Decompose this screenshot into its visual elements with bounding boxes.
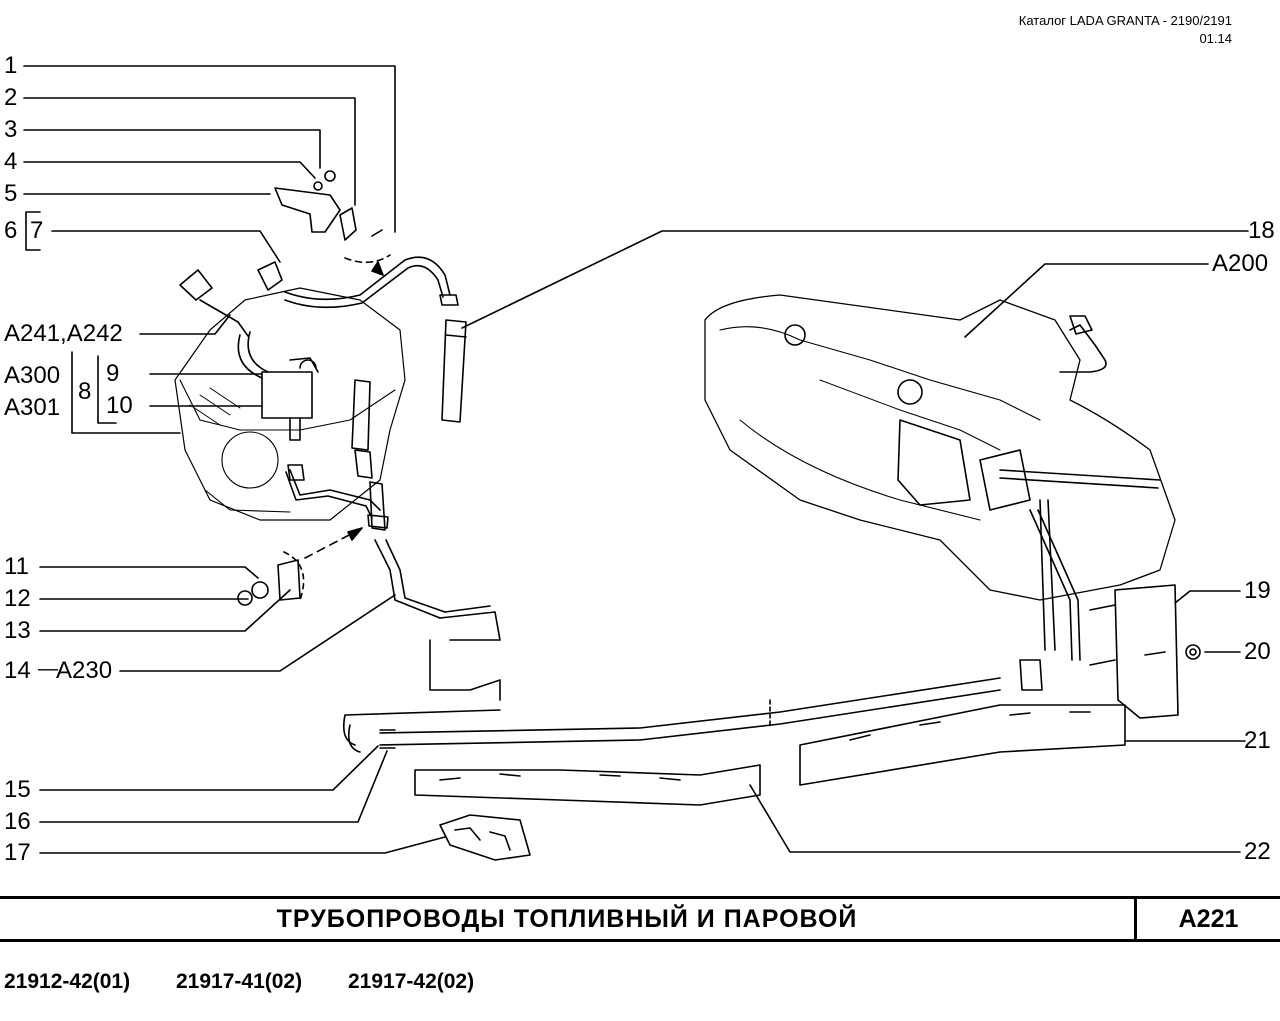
callout-9: 9 <box>106 360 120 387</box>
callout-a230: A230 <box>56 657 113 684</box>
callout-5: 5 <box>4 180 18 207</box>
callout-17: 17 <box>4 839 31 866</box>
model-code: 21917-42(02) <box>348 970 475 993</box>
callout-4: 4 <box>4 148 18 175</box>
callout-2: 2 <box>4 84 18 111</box>
callout-12: 12 <box>4 585 31 612</box>
callout-16: 16 <box>4 808 31 835</box>
callout-20: 20 <box>1244 638 1271 665</box>
model-code: 21917-41(02) <box>176 970 303 993</box>
catalog-header: Каталог LADA GRANTA - 2190/2191 <box>1018 13 1232 28</box>
callout-15: 15 <box>4 776 31 803</box>
callout-3: 3 <box>4 116 18 143</box>
callout-19: 19 <box>1244 577 1271 604</box>
title-bar: ТРУБОПРОВОДЫ ТОПЛИВНЫЙ И ПАРОВОЙ A221 <box>0 896 1280 942</box>
parts-diagram <box>23 65 1249 861</box>
callout-dash: — <box>38 658 58 680</box>
callout-18: 18 <box>1248 217 1275 244</box>
callout-a241-a242: A241,A242 <box>4 320 123 347</box>
callout-14: 14 <box>4 657 31 684</box>
callout-a301: A301 <box>4 394 61 421</box>
section-code: A221 <box>1134 899 1280 939</box>
callout-21: 21 <box>1244 727 1271 754</box>
callout-a200: A200 <box>1212 250 1269 277</box>
callout-8: 8 <box>78 378 92 405</box>
callout-6: 6 <box>4 217 18 244</box>
callout-11: 11 <box>4 553 29 580</box>
catalog-date: 01.14 <box>1199 31 1232 46</box>
callout-10: 10 <box>106 392 133 419</box>
callout-1: 1 <box>4 52 18 79</box>
callout-7: 7 <box>30 217 44 244</box>
model-code: 21912-42(01) <box>4 970 131 993</box>
callout-13: 13 <box>4 617 31 644</box>
page-title: ТРУБОПРОВОДЫ ТОПЛИВНЫЙ И ПАРОВОЙ <box>276 904 858 933</box>
callout-22: 22 <box>1244 838 1271 865</box>
callout-a300: A300 <box>4 362 61 389</box>
